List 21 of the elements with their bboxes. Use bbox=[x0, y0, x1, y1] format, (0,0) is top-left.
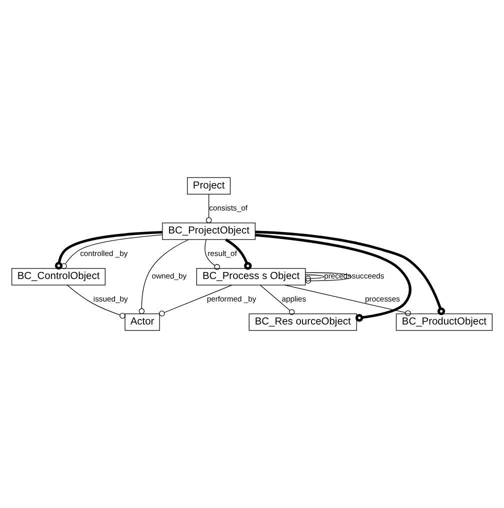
node-box: BC_ProductObject bbox=[396, 314, 493, 331]
node-box: BC_ControlObject bbox=[11, 268, 106, 286]
node-box: BC_Process s Object bbox=[196, 268, 306, 286]
connector bbox=[225, 238, 252, 270]
connector bbox=[305, 274, 324, 282]
connector bbox=[66, 284, 126, 319]
connector bbox=[138, 239, 189, 314]
connector bbox=[206, 194, 212, 224]
connector bbox=[255, 234, 412, 322]
connector bbox=[255, 230, 446, 316]
connector bbox=[204, 239, 220, 270]
connector bbox=[61, 234, 163, 269]
connector bbox=[54, 230, 162, 270]
connector bbox=[159, 284, 232, 316]
connector bbox=[260, 284, 295, 315]
node-box: BC_Res ourceObject bbox=[248, 314, 357, 331]
connector bbox=[284, 284, 411, 316]
connector bbox=[305, 272, 352, 284]
node-box: BC_ProjectObject bbox=[162, 222, 256, 240]
node-box: Project bbox=[187, 177, 231, 194]
node-box: Actor bbox=[124, 314, 160, 331]
